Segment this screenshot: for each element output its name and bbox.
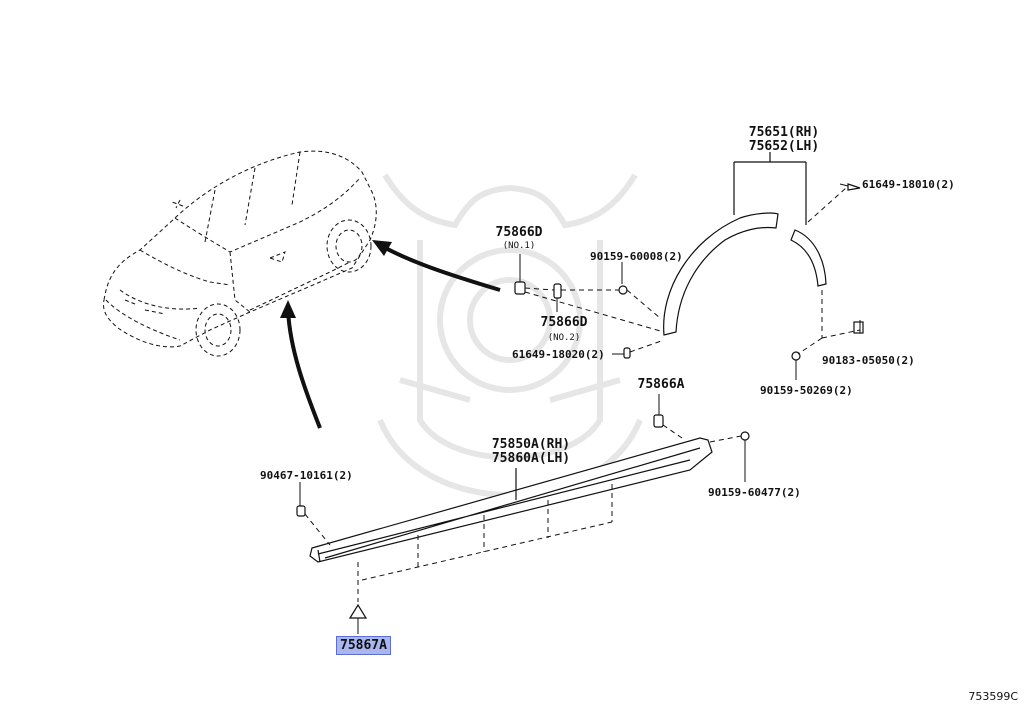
dashed-guide-lines <box>304 187 861 602</box>
location-arrows <box>280 240 501 429</box>
part-label-75850a[interactable]: 75850A(RH) <box>491 437 571 452</box>
part-label-90183-05050[interactable]: 90183-05050(2) <box>822 354 915 367</box>
part-label-75651[interactable]: 75651(RH) <box>748 125 820 140</box>
rocker-panel-part <box>309 437 713 563</box>
part-label-75866d-no1[interactable]: 75866D <box>495 225 543 240</box>
part-label-75866d-no2[interactable]: 75866D <box>540 315 588 330</box>
car-body-outline <box>103 150 377 357</box>
part-label-75866a[interactable]: 75866A <box>637 377 685 392</box>
leader-lines <box>299 183 861 634</box>
part-label-90159-60477[interactable]: 90159-60477(2) <box>708 486 801 499</box>
part-label-90159-50269[interactable]: 90159-50269(2) <box>760 384 853 397</box>
part-label-61649-18020[interactable]: 61649-18020(2) <box>512 348 605 361</box>
part-label-75866d-no2-note: (NO.2) <box>547 333 581 343</box>
part-label-90159-60008[interactable]: 90159-60008(2) <box>590 250 683 263</box>
fender-liner-parts <box>663 152 827 336</box>
part-label-75866d-no1-note: (NO.1) <box>502 241 536 251</box>
part-label-75652[interactable]: 75652(LH) <box>748 139 820 154</box>
part-label-61649-18010[interactable]: 61649-18010(2) <box>862 178 955 191</box>
part-label-90467-10161[interactable]: 90467-10161(2) <box>260 469 353 482</box>
diagram-code: 753599C <box>968 690 1018 703</box>
part-label-75860a[interactable]: 75860A(LH) <box>491 451 571 466</box>
highlighted-part-label-75867a[interactable]: 75867A <box>336 636 391 655</box>
